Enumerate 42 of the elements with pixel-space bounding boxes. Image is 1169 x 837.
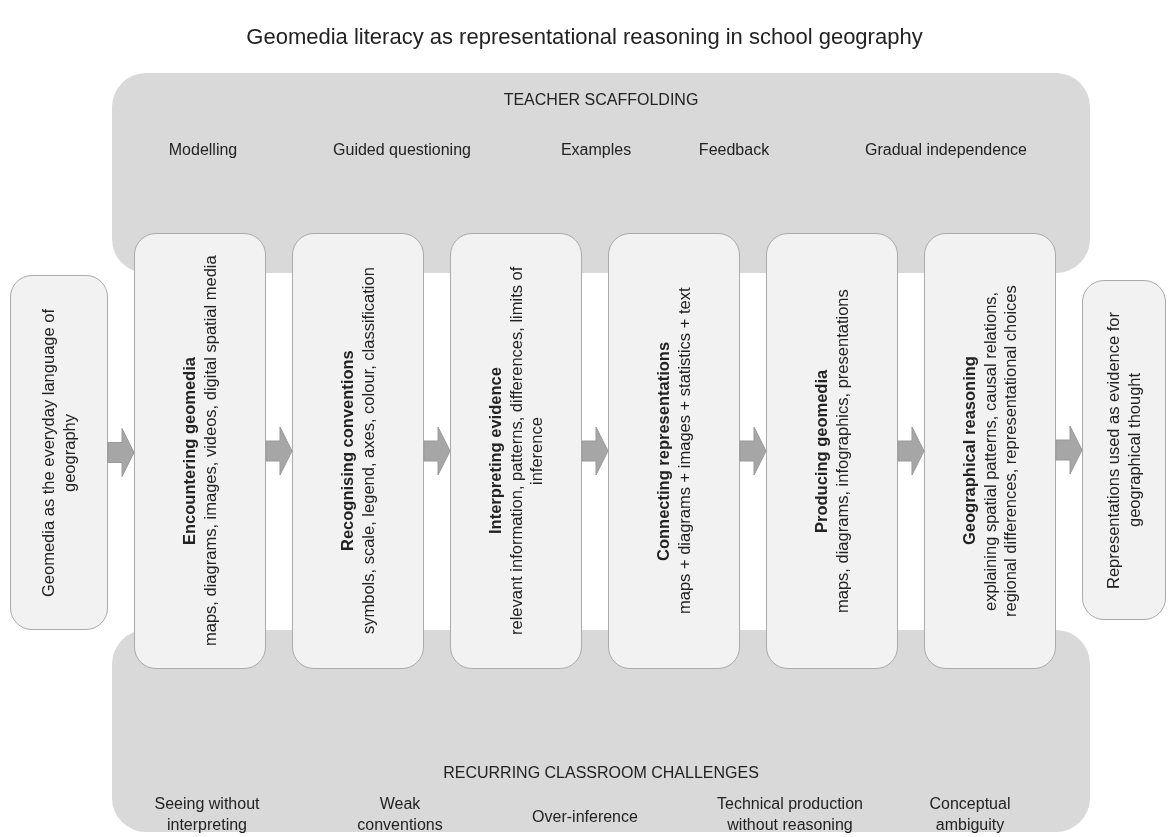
band-item: Feedback (698, 139, 770, 160)
band-item: Over-inference (532, 806, 638, 827)
stage-description: maps, diagrams, infographics, presentations (832, 289, 852, 613)
block-arrow (265, 426, 293, 476)
band-item: Technical production without reasoning (716, 794, 864, 835)
box-text: Geomedia as the everyday language of geography (38, 307, 79, 599)
stage-description: explaining spatial patterns, causal relations, regional differences, representational choices (979, 284, 1021, 619)
band-heading: TEACHER SCAFFOLDING (503, 89, 699, 110)
stage-heading: Recognising conventions (337, 350, 358, 552)
stage-box (766, 233, 898, 669)
block-arrow (739, 426, 767, 476)
band-item: Seeing without interpreting (153, 794, 261, 835)
stage-box (608, 233, 740, 669)
stage-box (292, 233, 424, 669)
stage-box (134, 233, 266, 669)
band-item: Modelling (168, 139, 238, 160)
stage-box (450, 233, 582, 669)
stage-description: relevant information, patterns, differences, limits of inference (505, 265, 547, 638)
diagram-title: Geomedia literacy as representational reasoning in school geography (245, 24, 924, 50)
band-item: Weak conventions (356, 794, 444, 835)
stage-description: symbols, scale, legend, axes, colour, classification (358, 267, 378, 635)
block-arrow (897, 426, 925, 476)
block-arrow (423, 426, 451, 476)
stage-heading: Connecting representations (653, 341, 674, 561)
block-arrow (581, 426, 609, 476)
rounded-box (1082, 280, 1166, 620)
stage-description: maps, diagrams, images, videos, digital spatial media (200, 255, 220, 647)
stage-heading: Interpreting evidence (485, 367, 506, 535)
band-heading: RECURRING CLASSROOM CHALLENGES (443, 762, 759, 783)
band-item: Guided questioning (333, 139, 471, 160)
stage-heading: Encountering geomedia (179, 357, 200, 545)
block-arrow (107, 428, 135, 477)
band-item: Conceptual ambiguity (928, 794, 1012, 835)
rounded-box (10, 275, 108, 630)
stage-heading: Geographical reasoning (959, 356, 980, 546)
stage-heading: Producing geomedia (811, 369, 832, 533)
band-item: Gradual independence (865, 139, 1027, 160)
stage-box (924, 233, 1056, 669)
block-arrow (1055, 425, 1083, 475)
stage-description: maps + diagrams + images + statistics + text (674, 287, 694, 615)
box-text: Representations used as evidence for geographical thought (1103, 310, 1144, 591)
band-item: Examples (560, 139, 632, 160)
